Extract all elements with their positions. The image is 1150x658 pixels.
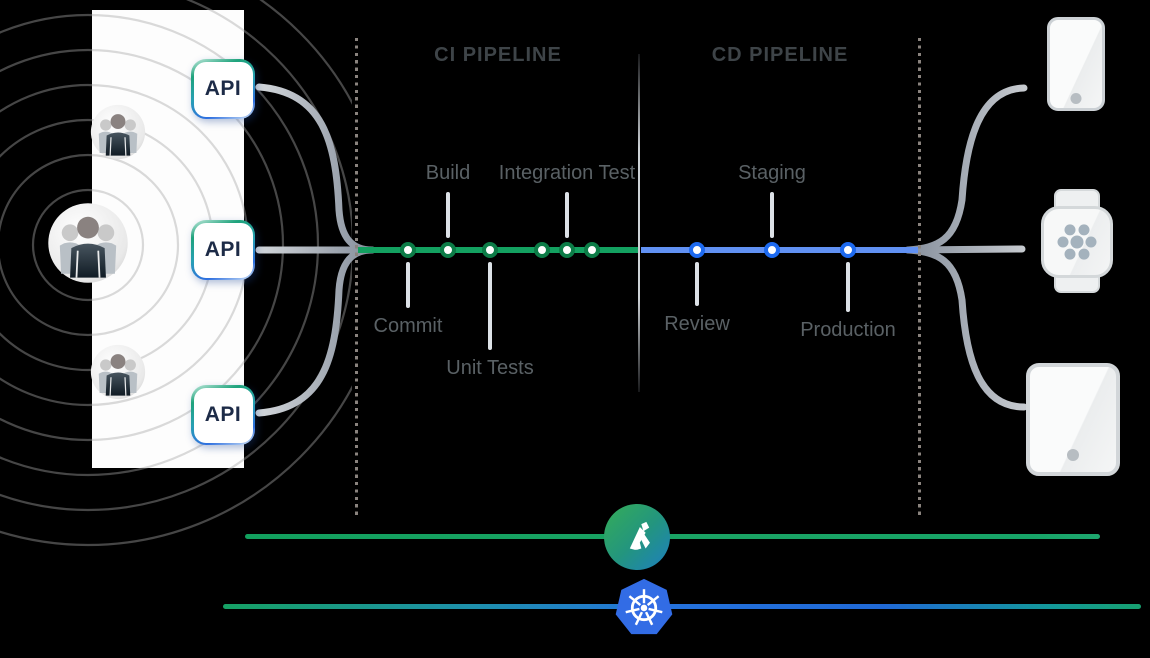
smartphone-icon: [1047, 17, 1105, 111]
api-label: API: [193, 387, 253, 443]
smartwatch-icon: [1041, 189, 1113, 293]
ci-pipeline-line: [358, 247, 638, 253]
pipeline-label-unit-tests: Unit Tests: [446, 357, 534, 379]
ci-stop-dot-build: [440, 242, 456, 258]
build-tool-timeline: [245, 534, 1100, 539]
cd-tick-production: [846, 262, 850, 312]
ci-stop-dot-commit: [400, 242, 416, 258]
cd-stop-dot-review: [689, 242, 705, 258]
api-label: API: [193, 61, 253, 117]
ci-cd-divider-line: [638, 54, 640, 392]
watch-dots-icon: [1057, 224, 1097, 260]
api-label: API: [193, 222, 253, 278]
api-node: API: [191, 59, 255, 119]
pipeline-label-commit: Commit: [373, 315, 443, 337]
ci-tick-integration-test: [565, 192, 569, 238]
ci-stop-dot: [584, 242, 600, 258]
ci-tick-unit-tests: [488, 262, 492, 350]
ci-stop-dot: [534, 242, 550, 258]
api-node: API: [191, 220, 255, 280]
pipeline-label-production: Production: [800, 319, 896, 341]
cd-tick-staging: [770, 192, 774, 238]
gorilla-build-logo-icon: [604, 504, 670, 570]
watch-face: [1041, 206, 1113, 278]
pipeline-label-review: Review: [664, 313, 730, 335]
kubernetes-timeline: [223, 604, 1141, 609]
cd-pipeline-title: CD PIPELINE: [711, 44, 849, 66]
tablet-icon: [1026, 363, 1120, 476]
ci-tick-commit: [406, 262, 410, 308]
cd-stop-dot-staging: [764, 242, 780, 258]
pipeline-label-staging: Staging: [738, 162, 806, 184]
cd-tick-review: [695, 262, 699, 306]
ci-start-dotted-line: [355, 38, 358, 516]
cd-end-dotted-line: [918, 38, 921, 516]
ci-stop-dot-integration-test: [559, 242, 575, 258]
cd-stop-dot-production: [840, 242, 856, 258]
api-node: API: [191, 385, 255, 445]
ci-stop-dot-unit-tests: [482, 242, 498, 258]
pipeline-label-build: Build: [425, 162, 471, 184]
ci-pipeline-title: CI PIPELINE: [434, 44, 562, 66]
pipeline-label-integration-test: Integration Test: [498, 162, 636, 184]
ci-tick-build: [446, 192, 450, 238]
kubernetes-logo-icon: [615, 578, 673, 635]
